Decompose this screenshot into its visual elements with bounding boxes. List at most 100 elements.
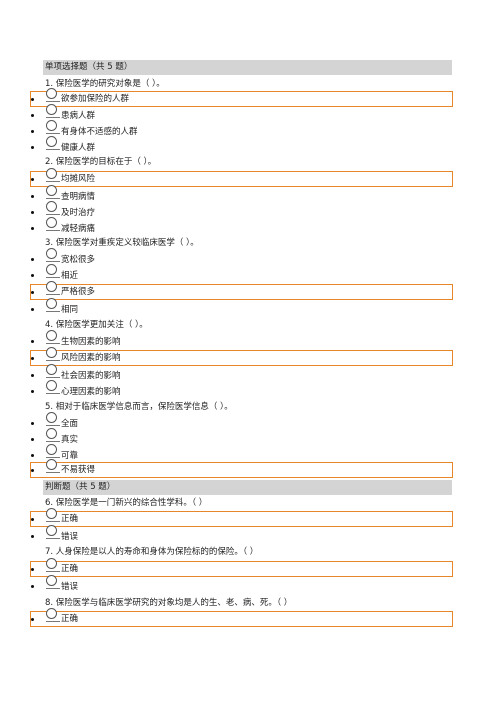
radio-icon[interactable] (46, 120, 57, 131)
radio-icon[interactable] (46, 459, 57, 470)
blank-line (46, 277, 60, 278)
radio-icon[interactable] (46, 168, 57, 179)
blank-line (46, 425, 60, 426)
radio-icon[interactable] (46, 380, 57, 391)
q1-option-c[interactable]: 有身体不适感的人群 (30, 120, 454, 140)
blank-line (46, 133, 60, 134)
option-label: 风险因素的影响 (61, 353, 121, 363)
blank-line (46, 588, 60, 589)
radio-icon[interactable] (46, 444, 57, 455)
bullet-icon (31, 178, 34, 181)
option-label: 生物因素的影响 (61, 337, 121, 347)
q2-option-b[interactable]: 查明病情 (30, 185, 454, 205)
q3-option-d[interactable]: 相同 (30, 298, 454, 318)
section-title: 判断题（共 5 题） (45, 482, 116, 492)
blank-line (46, 181, 60, 182)
radio-icon[interactable] (46, 248, 57, 259)
radio-icon[interactable] (46, 264, 57, 275)
blank-line (46, 472, 60, 473)
option-label: 患病人群 (61, 111, 96, 121)
q7-option-a[interactable]: 正确 (30, 558, 453, 577)
option-label: 真实 (61, 435, 79, 445)
q3-option-b[interactable]: 相近 (30, 264, 454, 284)
radio-icon[interactable] (46, 298, 57, 309)
bullet-icon (31, 422, 34, 425)
radio-icon[interactable] (46, 608, 57, 619)
q5-option-a[interactable]: 全面 (30, 412, 454, 432)
option-label: 查明病情 (61, 192, 96, 202)
q1-option-d[interactable]: 健康人群 (30, 136, 454, 156)
question-3: 3. 保险医学对重疾定义较临床医学（ ）。 (45, 238, 199, 248)
radio-icon[interactable] (46, 428, 57, 439)
q4-option-b[interactable]: 风险因素的影响 (30, 347, 453, 366)
radio-icon[interactable] (46, 508, 57, 519)
bullet-icon (31, 535, 34, 538)
option-label: 不易获得 (61, 465, 96, 475)
radio-icon[interactable] (46, 185, 57, 196)
q3-option-a[interactable]: 宽松很多 (30, 248, 454, 268)
blank-line (46, 117, 60, 118)
radio-icon[interactable] (46, 347, 57, 358)
option-label: 均摊风险 (61, 174, 96, 184)
option-label: 正确 (61, 514, 79, 524)
blank-line (46, 538, 60, 539)
q4-option-d[interactable]: 心理因素的影响 (30, 380, 454, 400)
radio-icon[interactable] (46, 217, 57, 228)
question-1: 1. 保险医学的研究对象是（ ）。 (45, 79, 165, 89)
q5-option-d[interactable]: 不易获得 (30, 459, 453, 478)
bullet-icon (31, 357, 34, 360)
option-label: 欲参加保险的人群 (61, 94, 130, 104)
bullet-icon (31, 291, 34, 294)
radio-icon[interactable] (46, 281, 57, 292)
radio-icon[interactable] (46, 525, 57, 536)
q4-option-c[interactable]: 社会因素的影响 (30, 364, 454, 384)
radio-icon[interactable] (46, 136, 57, 147)
radio-icon[interactable] (46, 104, 57, 115)
q2-option-c[interactable]: 及时治疗 (30, 201, 454, 221)
option-label: 错误 (61, 582, 79, 592)
blank-line (46, 457, 60, 458)
q7-option-b[interactable]: 错误 (30, 575, 454, 595)
q8-option-a[interactable]: 正确 (30, 608, 453, 627)
question-7: 7. 人身保险是以人的寿命和身体为保险标的的保险。（ ） (45, 547, 259, 557)
q4-option-a[interactable]: 生物因素的影响 (30, 330, 454, 350)
blank-line (46, 571, 60, 572)
option-label: 心理因素的影响 (61, 387, 121, 397)
option-label: 及时治疗 (61, 208, 96, 218)
q3-option-c[interactable]: 严格很多 (30, 281, 453, 300)
radio-icon[interactable] (46, 88, 57, 99)
section-header-true-false: 判断题（共 5 题） (43, 480, 452, 495)
blank-line (46, 393, 60, 394)
radio-icon[interactable] (46, 330, 57, 341)
option-label: 全面 (61, 419, 79, 429)
bullet-icon (31, 227, 34, 230)
bullet-icon (31, 568, 34, 571)
blank-line (46, 294, 60, 295)
radio-icon[interactable] (46, 412, 57, 423)
option-label: 减轻病痛 (61, 224, 96, 234)
radio-icon[interactable] (46, 364, 57, 375)
q2-option-a[interactable]: 均摊风险 (30, 168, 453, 187)
q5-option-b[interactable]: 真实 (30, 428, 454, 448)
q1-option-a[interactable]: 欲参加保险的人群 (30, 88, 453, 107)
q1-option-b[interactable]: 患病人群 (30, 104, 454, 124)
blank-line (46, 521, 60, 522)
option-label: 严格很多 (61, 287, 96, 297)
bullet-icon (31, 195, 34, 198)
bullet-icon (31, 618, 34, 621)
q6-option-b[interactable]: 错误 (30, 525, 454, 545)
radio-icon[interactable] (46, 575, 57, 586)
q5-option-c[interactable]: 可靠 (30, 444, 454, 464)
bullet-icon (31, 390, 34, 393)
option-label: 社会因素的影响 (61, 371, 121, 381)
q6-option-a[interactable]: 正确 (30, 508, 453, 527)
radio-icon[interactable] (46, 201, 57, 212)
question-6: 6. 保险医学是一门新兴的综合性学科。（ ） (45, 498, 208, 508)
blank-line (46, 101, 60, 102)
q2-option-d[interactable]: 减轻病痛 (30, 217, 454, 237)
bullet-icon (31, 274, 34, 277)
blank-line (46, 261, 60, 262)
bullet-icon (31, 211, 34, 214)
bullet-icon (31, 518, 34, 521)
radio-icon[interactable] (46, 558, 57, 569)
